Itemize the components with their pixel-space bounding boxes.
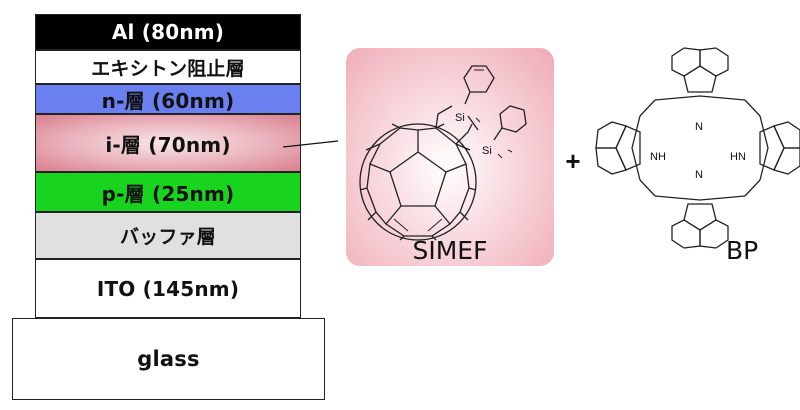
simef-panel [346, 48, 554, 266]
simef-label: SIMEF [412, 236, 488, 265]
bp-label: BP [726, 236, 759, 265]
simef-si-1: Si [455, 112, 465, 124]
layer-p-label: p-層 (25nm) [101, 181, 235, 206]
layer-n: n-層 (60nm) [35, 84, 301, 114]
layer-i-label: i-層 (70nm) [105, 132, 231, 157]
simef-si-2: Si [482, 145, 492, 157]
bp-n-top: N [695, 121, 703, 133]
benzoporphyrin-icon [595, 47, 800, 249]
bp-hn-right: HN [730, 151, 746, 163]
fullerene-icon [359, 123, 477, 241]
layer-glass-label: glass [137, 347, 200, 371]
layer-glass: glass [12, 318, 325, 400]
layer-ito-label: ITO (145nm) [96, 276, 240, 301]
layer-p: p-層 (25nm) [35, 172, 301, 212]
layer-al: Al (80nm) [35, 14, 301, 50]
layer-buffer-label: バッファ層 [119, 226, 216, 248]
silyl-groups [435, 65, 527, 159]
layer-exciton-block-label: エキシトン阻止層 [91, 57, 245, 80]
bp-n-bottom: N [695, 169, 703, 181]
layer-n-label: n-層 (60nm) [101, 88, 235, 113]
layer-ito: ITO (145nm) [35, 259, 301, 318]
layer-al-label: Al (80nm) [111, 20, 225, 44]
layer-exciton-block: エキシトン阻止層 [35, 50, 301, 84]
plus-sign: + [565, 146, 581, 176]
connector-line [282, 140, 339, 148]
bp-nh-left: NH [650, 151, 666, 163]
layer-i: i-層 (70nm) [35, 114, 301, 172]
layer-buffer: バッファ層 [35, 212, 301, 259]
